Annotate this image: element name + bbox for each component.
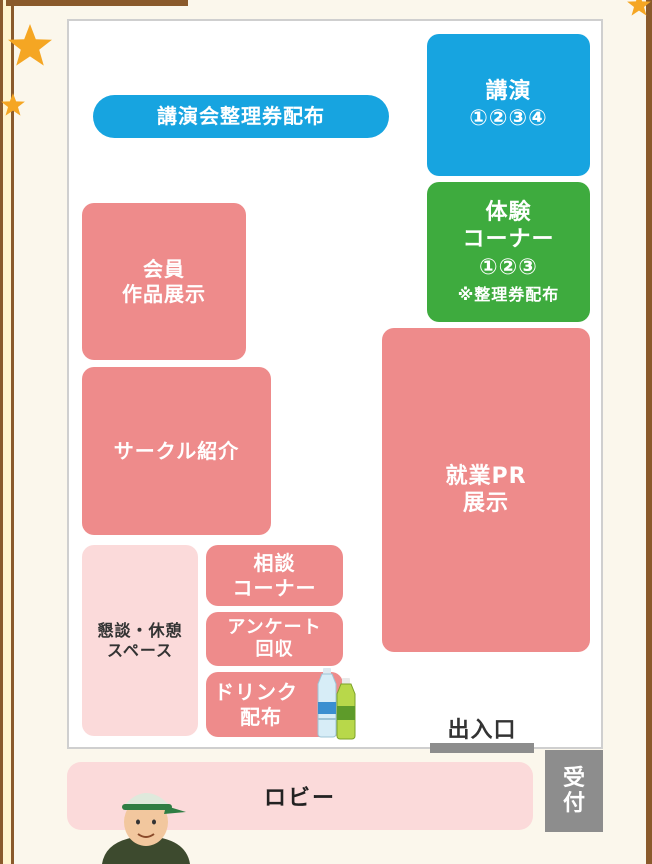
star-icon xyxy=(8,24,52,66)
ticket-banner-label: 講演会整理券配布 xyxy=(157,104,325,128)
entrance-door xyxy=(430,743,534,753)
frame-right-border xyxy=(646,0,652,864)
lobby-label: ロビー xyxy=(263,786,336,811)
drink-line1: ドリンク xyxy=(214,679,298,704)
employment-pr-area: 就業PR 展示 xyxy=(382,328,590,652)
employment-pr-line2: 展示 xyxy=(462,491,509,516)
reception-desk: 受 付 xyxy=(545,750,603,832)
staff-person-icon xyxy=(102,793,190,864)
experience-ticket-note: ※整理券配布 xyxy=(457,285,560,305)
consultation-line2: コーナー xyxy=(232,575,317,600)
survey-collection-area: アンケート 回収 xyxy=(206,612,343,666)
star-icon xyxy=(627,0,651,16)
survey-line2: 回収 xyxy=(255,639,294,660)
frame-top-border xyxy=(6,0,188,6)
water-bottle-icon xyxy=(317,668,337,738)
lounge-space-area: 懇談・休憩 スペース xyxy=(82,545,198,736)
circle-intro-area: サークル紹介 xyxy=(82,367,271,535)
reception-line2: 付 xyxy=(562,791,585,816)
lecture-title: 講演 xyxy=(485,78,532,104)
experience-title: 体験 xyxy=(485,199,532,225)
reception-line1: 受 xyxy=(562,765,585,791)
member-works-line1: 会員 xyxy=(143,256,185,281)
experience-corner-label: コーナー xyxy=(462,227,555,253)
drink-line2: 配布 xyxy=(240,704,282,729)
employment-pr-line1: 就業PR xyxy=(445,463,527,489)
experience-numbers: ①②③ xyxy=(479,254,538,280)
frame-left-inner xyxy=(3,0,11,864)
lounge-line1: 懇談・休憩 xyxy=(97,620,183,640)
lounge-line2: スペース xyxy=(106,640,174,660)
survey-line1: アンケート xyxy=(227,616,322,638)
ticket-distribution-banner: 講演会整理券配布 xyxy=(93,95,389,138)
experience-corner-area: 体験 コーナー ①②③ ※整理券配布 xyxy=(427,182,590,322)
tea-bottle-icon xyxy=(336,678,356,740)
consultation-corner-area: 相談 コーナー xyxy=(206,545,343,606)
lecture-area: 講演 ①②③④ xyxy=(427,34,590,176)
consultation-line1: 相談 xyxy=(253,550,296,575)
entrance-label: 出入口 xyxy=(447,718,517,743)
star-icon xyxy=(1,93,25,116)
circle-intro-label: サークル紹介 xyxy=(113,438,240,463)
member-works-area: 会員 作品展示 xyxy=(82,203,246,360)
member-works-line2: 作品展示 xyxy=(122,281,206,306)
lecture-numbers: ①②③④ xyxy=(469,106,548,131)
